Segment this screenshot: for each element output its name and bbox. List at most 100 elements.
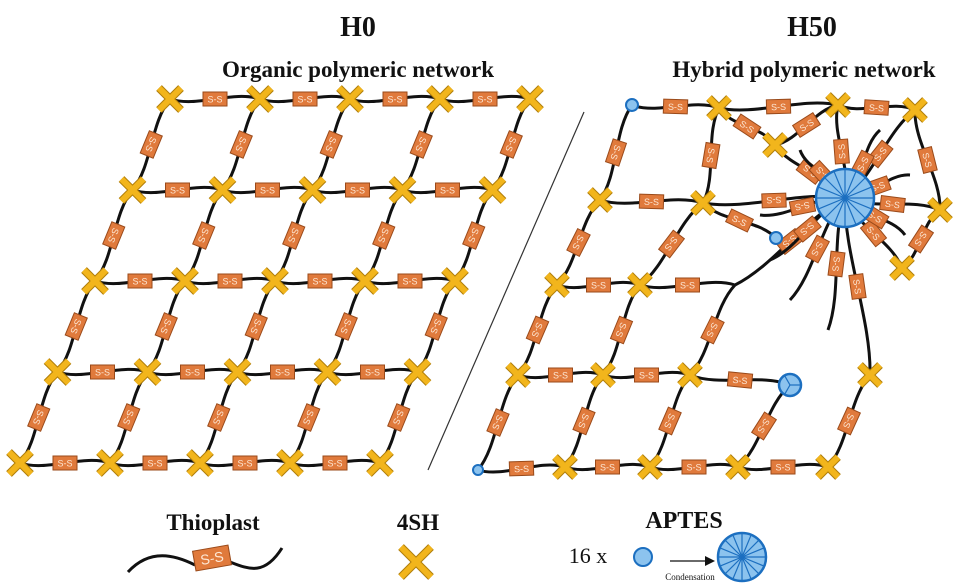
svg-text:S-S: S-S — [170, 186, 185, 196]
disulfide-tag: S-S — [866, 139, 894, 169]
crosslinker-4sh — [479, 176, 506, 204]
svg-text:S-S: S-S — [327, 459, 342, 469]
disulfide-tag: S-S — [604, 138, 628, 167]
disulfide-tag: S-S — [658, 406, 682, 436]
aptes-monomer — [769, 231, 783, 245]
crosslinker-4sh — [552, 454, 578, 480]
crosslinker-4sh — [209, 176, 236, 204]
svg-text:S-S: S-S — [600, 463, 615, 473]
disulfide-tag: S-S — [217, 273, 243, 289]
disulfide-tag: S-S — [848, 273, 867, 300]
disulfide-tag: S-S — [207, 403, 231, 432]
aptes-monomer — [625, 98, 639, 112]
crosslinker-4sh — [857, 362, 883, 388]
disulfide-tag: S-S — [770, 459, 796, 475]
disulfide-tag: S-S — [435, 182, 460, 198]
crosslinker-4sh — [351, 267, 379, 295]
svg-text:S-S: S-S — [608, 144, 622, 161]
disulfide-tag: S-S — [726, 371, 754, 389]
crosslinker-4sh — [119, 176, 146, 204]
legend-4sh-symbol — [398, 544, 434, 580]
svg-text:S-S: S-S — [387, 95, 402, 105]
disulfide-tag: S-S — [127, 273, 153, 289]
svg-text:S-S: S-S — [297, 95, 312, 105]
legend: Thioplast S-S 4SH APTES 16 x Condensatio… — [126, 508, 768, 583]
crosslinker-4sh — [902, 97, 928, 123]
disulfide-tag: S-S — [827, 250, 846, 278]
disulfide-tag: S-S — [907, 224, 935, 254]
crosslinker-4sh — [889, 255, 915, 281]
svg-text:S-S: S-S — [704, 147, 716, 163]
disulfide-tag: S-S — [255, 182, 280, 198]
disulfide-tag: S-S — [657, 229, 686, 259]
disulfide-tag: S-S — [638, 193, 665, 210]
disulfide-tag: S-S — [462, 221, 486, 250]
legend-chain-right — [229, 547, 284, 570]
disulfide-tag: S-S — [863, 99, 890, 116]
crosslinker-4sh — [261, 267, 289, 295]
disulfide-tag: S-S — [409, 130, 433, 159]
disulfide-tag: S-S — [345, 182, 370, 198]
svg-text:S-S: S-S — [207, 95, 222, 105]
crosslinker-4sh — [314, 358, 341, 386]
svg-text:S-S: S-S — [275, 368, 290, 378]
right-panel-subtitle: Hybrid polymeric network — [672, 57, 935, 82]
legend-disulfide-tag: S-S — [191, 544, 233, 572]
disulfide-tag: S-S — [229, 130, 253, 159]
svg-text:S-S: S-S — [771, 102, 786, 112]
svg-text:S-S: S-S — [884, 199, 900, 211]
disulfide-tag: S-S — [472, 91, 498, 107]
crosslinker-4sh — [590, 362, 616, 388]
disulfide-tag: S-S — [859, 218, 888, 248]
svg-text:S-S: S-S — [836, 144, 847, 160]
disulfide-tag: S-S — [732, 113, 762, 140]
disulfide-tag: S-S — [180, 364, 205, 380]
svg-text:S-S: S-S — [869, 103, 885, 114]
disulfide-tag: S-S — [508, 460, 535, 477]
disulfide-tag: S-S — [372, 221, 396, 250]
aptes-condensed-cluster — [814, 167, 876, 229]
crosslinker-4sh — [627, 272, 653, 298]
crosslinker-4sh — [706, 95, 732, 121]
crosslinker-4sh — [6, 449, 34, 477]
disulfide-tag: S-S — [525, 315, 550, 345]
disulfide-tag: S-S — [27, 403, 51, 432]
disulfide-tag: S-S — [765, 98, 792, 115]
crosslinker-4sh — [389, 176, 416, 204]
crosslinker-4sh — [398, 544, 434, 580]
crosslinker-4sh — [186, 449, 214, 477]
legend-aptes-multiplier: 16 x — [569, 543, 608, 568]
disulfide-tag: S-S — [681, 459, 707, 475]
disulfide-tag: S-S — [192, 221, 216, 250]
svg-text:S-S: S-S — [350, 186, 365, 196]
disulfide-tag: S-S — [833, 138, 850, 165]
disulfide-tag: S-S — [486, 408, 510, 437]
disulfide-tag: S-S — [836, 406, 862, 436]
svg-text:S-S: S-S — [95, 368, 110, 378]
disulfide-tag: S-S — [382, 91, 408, 107]
svg-text:S-S: S-S — [794, 200, 811, 213]
svg-text:S-S: S-S — [732, 375, 748, 386]
svg-text:S-S: S-S — [402, 277, 417, 287]
disulfide-tag: S-S — [804, 234, 831, 264]
disulfide-tag: S-S — [700, 315, 725, 345]
svg-text:S-S: S-S — [57, 459, 72, 469]
disulfide-tag: S-S — [750, 411, 778, 441]
svg-text:S-S: S-S — [591, 281, 606, 291]
svg-text:S-S: S-S — [686, 463, 701, 473]
svg-text:S-S: S-S — [312, 277, 327, 287]
disulfide-tag: S-S — [634, 367, 659, 383]
disulfide-tag: S-S — [586, 277, 611, 293]
svg-text:S-S: S-S — [639, 371, 654, 381]
disulfide-tag: S-S — [139, 130, 163, 159]
crosslinker-4sh — [156, 85, 184, 113]
disulfide-tag: S-S — [387, 403, 411, 432]
crosslinker-4sh — [366, 449, 394, 477]
svg-text:S-S: S-S — [766, 195, 781, 206]
disulfide-tag: S-S — [117, 403, 141, 432]
disulfide-tag: S-S — [572, 406, 596, 436]
svg-text:S-S: S-S — [260, 186, 275, 196]
disulfide-tag: S-S — [52, 455, 78, 471]
disulfide-tag: S-S — [595, 459, 620, 475]
